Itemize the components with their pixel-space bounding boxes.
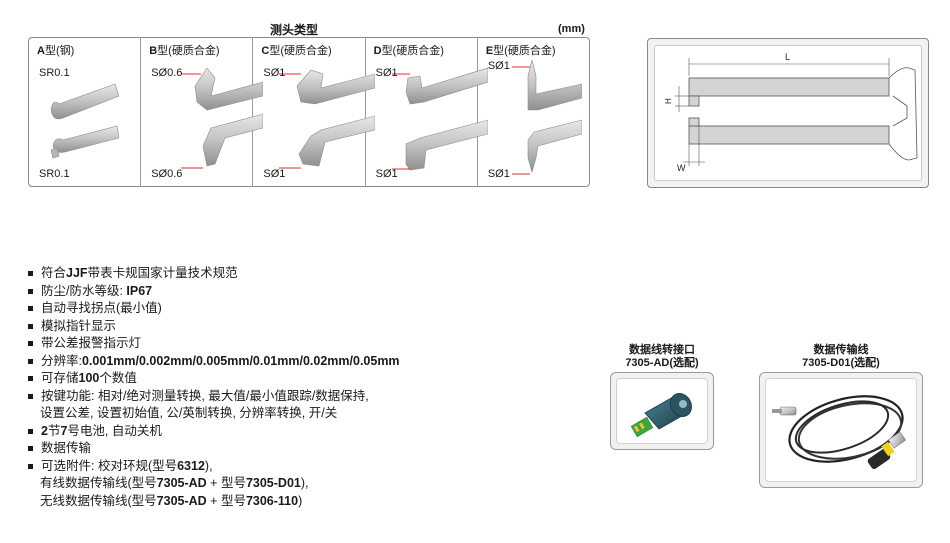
bullet-icon [28,428,33,434]
unit-label: (mm) [558,23,585,35]
tip-types-table: A型(钢) SR0.1 SR0.1 B型(硬质合金) SØ0.6 SØ0.6 C… [28,37,590,187]
tip-size-label-bottom: SØ1 [263,168,286,180]
tip-a-illustration [50,83,119,159]
tip-material: 型(硬质合金) [493,45,556,57]
accessory-name: 数据线转接口 [629,344,695,356]
feature-item: 分辨率:0.001mm/0.002mm/0.005mm/0.01mm/0.02m… [28,353,400,371]
bullet-icon [28,306,33,311]
bullet-icon [28,271,33,276]
bullet-icon [28,393,33,399]
dim-label-h: H [664,98,673,104]
tip-size-label-bottom: SØ1 [487,168,510,180]
tip-type-c: C型(硬质合金) SØ1 SØ1 [253,38,376,186]
bullet-icon [28,446,33,451]
feature-item: 带公差报警指示灯 [28,335,400,353]
feature-item: 按键功能: 相对/绝对测量转换, 最大值/最小值跟踪/数据保持, [28,388,400,406]
feature-item-continued: 有线数据传输线(型号7305-AD + 型号7305-D01), [40,476,309,490]
tip-code: D [373,45,382,57]
dim-label-w: W [677,163,686,173]
tip-type-b: B型(硬质合金) SØ0.6 SØ0.6 [141,38,264,186]
tip-material: 型(硬质合金) [157,45,220,57]
feature-item: 模拟指针显示 [28,318,400,336]
feature-item: 数据传输 [28,440,400,458]
feature-list: 符合JJF带表卡规国家计量技术规范 防尘/防水等级: IP67 自动寻找拐点(最… [28,265,400,510]
adapter-icon [630,393,692,438]
tip-type-d: D型(硬质合金) SØ1 SØ1 [366,38,488,186]
jaw-dimension-diagram: L H W [647,38,929,188]
feature-item: 2节7号电池, 自动关机 [28,423,400,441]
tip-code: A [37,45,45,57]
feature-item: 可存储100个数值 [28,370,400,388]
tip-code: B [149,45,158,57]
feature-item-continued: 无线数据传输线(型号7305-AD + 型号7306-110) [40,493,303,508]
tip-size-label-top: SØ0.6 [151,67,183,79]
tip-type-e: E型(硬质合金) SØ1 SØ1 [478,38,589,186]
bullet-icon [28,288,33,294]
dim-label-l: L [785,52,790,62]
bullet-icon [28,358,33,364]
accessory-cable-title: 数据传输线 7305-D01(选配) [768,344,914,370]
feature-item: 可选附件: 校对环规(型号6312), [28,458,400,476]
tip-material: 型(硬质合金) [381,45,444,57]
accessory-model: 7305-AD(选配) [625,357,699,369]
tip-size-label-top: SØ1 [375,67,398,79]
bullet-icon [28,323,33,329]
tip-size-label-bottom: SØ1 [375,168,398,180]
accessory-adapter-card [610,372,714,450]
tip-code: E [485,45,494,57]
bullet-icon [28,376,33,381]
jaw-diagram-drawing: L H W [664,52,918,173]
accessory-adapter-title: 数据线转接口 7305-AD(选配) [606,344,718,370]
tip-c-illustration [279,69,376,169]
bullet-icon [28,463,33,469]
tip-e-illustration [511,59,582,175]
bullet-icon [28,341,33,346]
feature-item: 自动寻找拐点(最小值) [28,300,400,318]
feature-item: 防尘/防水等级: IP67 [28,283,400,301]
accessory-cable-card [759,372,923,488]
feature-item-continued: 设置公差, 设置初始值, 公/英制转换, 分辨率转换, 开/关 [40,406,338,420]
tip-d-illustration [391,67,488,171]
tip-type-a: A型(钢) SR0.1 SR0.1 [29,38,142,186]
tip-b-illustration [181,67,264,169]
tip-code: C [261,45,270,57]
tip-types-title: 测头类型 [270,23,319,37]
tip-material: 型(硬质合金) [269,45,332,57]
accessory-name: 数据传输线 [813,344,869,356]
usb-cable-icon [772,395,907,470]
tip-size-label-bottom: SR0.1 [39,168,70,180]
tip-material: 型(钢) [44,45,75,57]
accessory-model: 7305-D01(选配) [802,357,880,369]
tip-size-label-top: SØ1 [487,60,510,72]
feature-item: 符合JJF带表卡规国家计量技术规范 [28,265,400,283]
tip-size-label-bottom: SØ0.6 [151,168,183,180]
tip-size-label-top: SR0.1 [39,67,70,79]
tip-size-label-top: SØ1 [263,67,286,79]
